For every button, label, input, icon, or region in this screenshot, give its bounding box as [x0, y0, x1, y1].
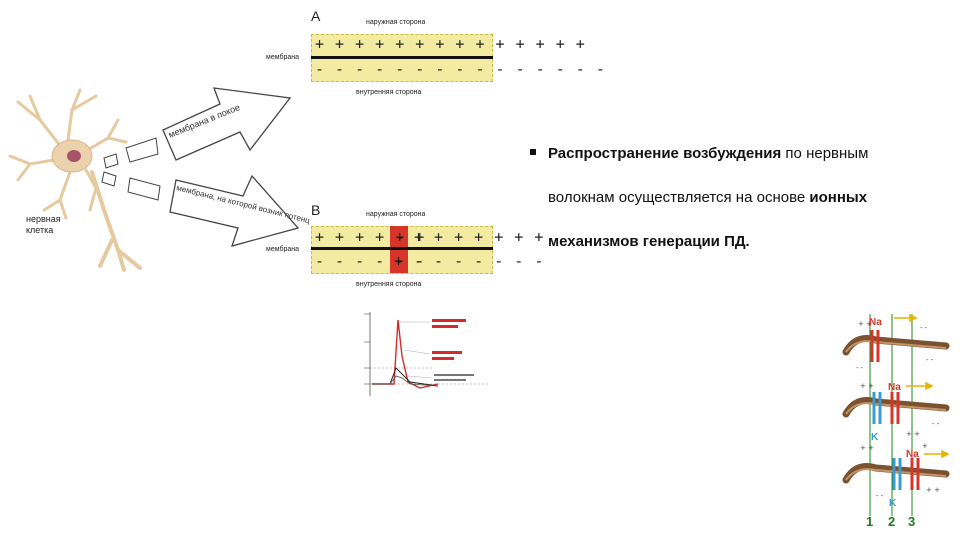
panel-b-membrane-line — [311, 247, 493, 250]
bullet-text: Распространение возбуждения по нервным в… — [548, 140, 960, 256]
ion-label-na-2: Na — [888, 382, 901, 393]
bullet-line-2-bold: ионных — [809, 189, 867, 206]
svg-text:+ +: + + — [860, 382, 874, 390]
svg-text:+ +: + + — [860, 444, 874, 452]
panel-a-outer-label: наружная сторона — [366, 19, 425, 26]
bullet-line-3-bold: механизмов генерации ПД. — [548, 233, 750, 250]
panel-b-outer-label: наружная сторона — [366, 211, 425, 218]
fiber-number-2: 2 — [888, 514, 895, 529]
svg-text:- -: - - — [926, 356, 934, 364]
direction-arrows — [894, 315, 948, 457]
panel-a-bottom-signs: - - - - - - - - - - - - - - - — [315, 60, 606, 78]
action-potential-figure — [350, 300, 496, 400]
panel-b-bottom-signs-left: - - - - - - — [315, 252, 425, 270]
svg-text:- -: - - — [876, 492, 884, 500]
panel-b-top-signs-left: + + + + + + — [315, 228, 425, 246]
panel-b-letter: В — [311, 202, 320, 218]
panel-a-membrane-line — [311, 56, 493, 59]
svg-text:- -: - - — [920, 324, 928, 332]
bullet-line-3: механизмов генерации ПД. — [548, 228, 960, 256]
ion-label-k-2: K — [889, 498, 896, 509]
neuron-illustration: мембрана в покое мембрана, на которой во… — [0, 60, 310, 280]
svg-text:+ +: + + — [906, 430, 920, 438]
fiber-3 — [846, 467, 946, 481]
panel-a-letter: А — [311, 8, 320, 24]
bullet-marker — [530, 149, 536, 155]
panel-b-inner-label: внутренняя сторона — [356, 281, 421, 288]
panel-a-inner-label: внутренняя сторона — [356, 89, 421, 96]
panel-a-top-signs: + + + + + + + + + + + + + + — [315, 35, 586, 53]
ion-label-na-3: Na — [906, 449, 919, 460]
panel-b-excited-top: - — [396, 228, 406, 246]
fiber-number-1: 1 — [866, 514, 873, 529]
ion-label-k-1: K — [871, 432, 878, 443]
fiber-number-3: 3 — [908, 514, 915, 529]
panel-b-bottom-signs-right: - - - - - - - — [414, 252, 544, 270]
neuron-label: нервная клетка — [26, 214, 86, 236]
neuron-nucleus — [67, 150, 81, 162]
panel-b-excited-bottom: + — [394, 252, 404, 270]
bullet-line-2: волокнам осуществляется на основе ионных — [548, 184, 960, 212]
bullet-line-1-bold: Распространение возбуждения — [548, 145, 781, 162]
ion-label-na-1: Na — [869, 317, 882, 328]
svg-text:- -: - - — [932, 420, 940, 428]
svg-text:- -: - - — [856, 364, 864, 372]
svg-text:+ +: + + — [926, 486, 940, 494]
fiber-2 — [846, 401, 946, 415]
fiber-1 — [846, 339, 946, 353]
bullet-line-1: Распространение возбуждения по нервным — [548, 140, 960, 168]
panel-b-top-signs-right: + + + + + + + — [414, 228, 544, 246]
bullet-line-2-plain: волокнам осуществляется на основе — [548, 189, 809, 206]
svg-text:+: + — [922, 442, 928, 450]
bullet-line-1-rest: по нервным — [781, 145, 868, 162]
nerve-fiber-figure: + +- -- - - -+ +- - + ++ ++ + +- - — [836, 308, 954, 520]
